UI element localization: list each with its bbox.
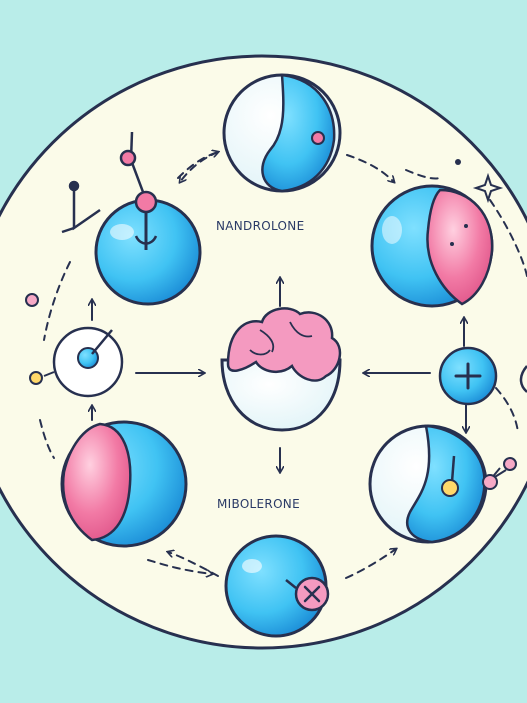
label-nandrolone: NANDROLONE [216,219,305,233]
label-mibolerone: MIBOLERONE [217,497,300,511]
sphere-lower-left [60,420,188,548]
center-arrows [92,278,466,472]
plus-icon [438,346,498,406]
cycle-arrows [39,152,527,579]
sphere-upper-left [94,198,202,306]
sphere-upper-right [370,184,494,308]
molecule-node-icon [455,159,461,165]
node-left [25,293,124,398]
edge-arc [519,365,527,393]
sphere-lower-right [368,424,517,544]
molecule-node-icon [61,131,158,234]
sparkle-icon [472,172,504,204]
x-mark-icon [285,576,330,612]
brain-icon [220,307,342,432]
sphere-top [222,73,342,193]
